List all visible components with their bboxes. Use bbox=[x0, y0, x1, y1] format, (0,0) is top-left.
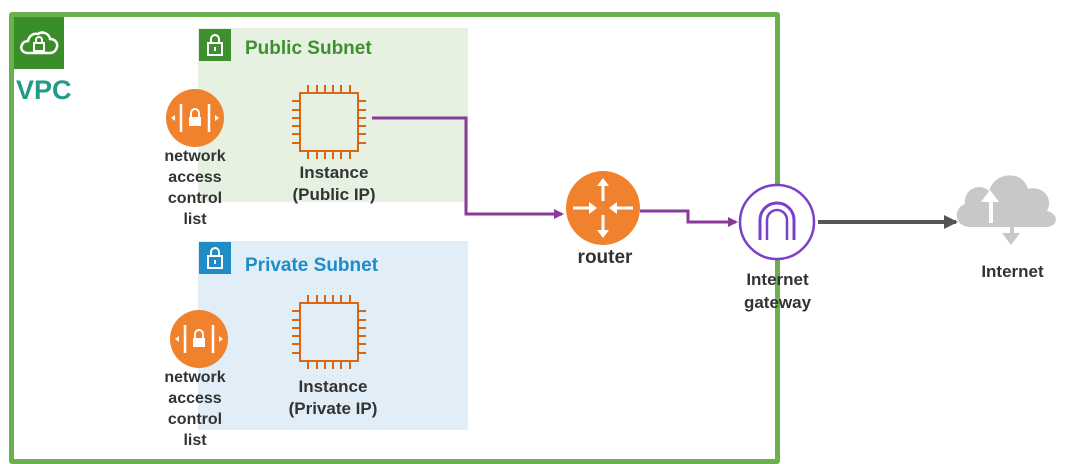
nacl-icon bbox=[166, 89, 224, 147]
vpc-badge bbox=[14, 17, 64, 69]
cloud-lock-icon bbox=[20, 31, 59, 55]
public-subnet-title: Public Subnet bbox=[245, 38, 372, 59]
gateway-icon bbox=[738, 183, 816, 261]
router-icon bbox=[566, 171, 640, 245]
public-instance-label: Instance (Public IP) bbox=[292, 163, 376, 204]
private-subnet-area bbox=[198, 241, 468, 430]
chip-icon bbox=[292, 295, 366, 369]
nacl-icon bbox=[170, 310, 228, 368]
public-nacl-label: network access control list bbox=[164, 148, 226, 228]
instance-to-router-connector bbox=[372, 116, 564, 219]
public-subnet-area bbox=[198, 28, 468, 202]
public-subnet-lock-badge bbox=[199, 29, 231, 61]
padlock-icon bbox=[207, 247, 223, 269]
router-to-gateway-connector bbox=[640, 209, 738, 227]
chip-icon bbox=[292, 85, 366, 159]
private-instance-label: Instance (Private IP) bbox=[288, 377, 378, 418]
padlock-icon bbox=[207, 34, 223, 56]
internet-gateway-label: Internet gateway bbox=[743, 270, 812, 312]
private-subnet-title: Private Subnet bbox=[245, 255, 379, 276]
router-label: router bbox=[577, 247, 633, 268]
internet-label: Internet bbox=[981, 262, 1044, 281]
cloud-icon bbox=[956, 175, 1056, 245]
private-nacl-label: network access control list bbox=[164, 369, 226, 449]
vpc-label: VPC bbox=[16, 75, 72, 105]
private-subnet-lock-badge bbox=[199, 242, 231, 274]
